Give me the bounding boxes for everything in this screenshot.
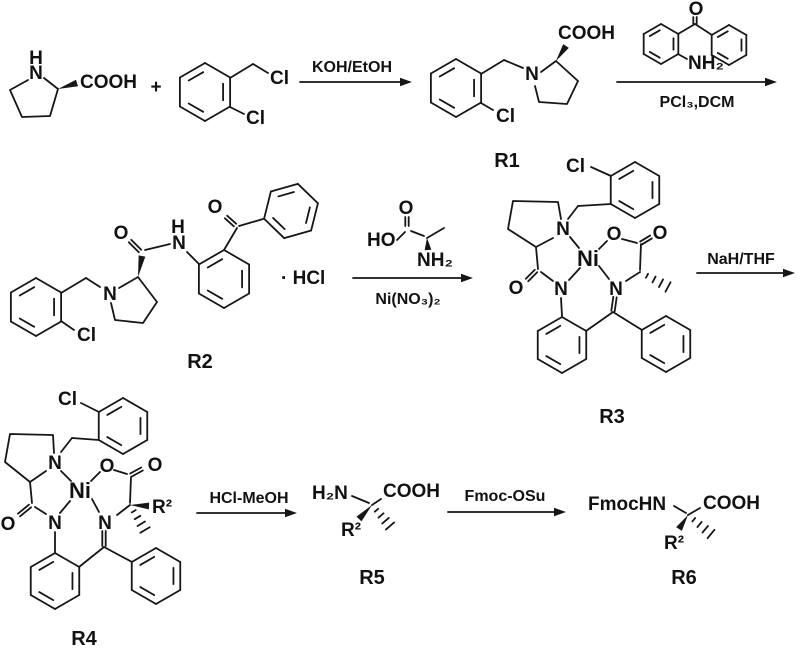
carboxylate-oxygen-label: O xyxy=(653,223,668,244)
aryl-chlorine-label: Cl xyxy=(77,325,96,346)
amide-oxygen-label: O xyxy=(509,278,524,299)
compound-r4-structure: Cl N O N Ni O O R² N R4 xyxy=(1,389,182,649)
pyrrolidine-nitrogen-label: N xyxy=(103,284,117,305)
amide-nitrogen-label: N xyxy=(172,233,186,254)
reagent-label-nickel-nitrate: Ni(NO₃)₂ xyxy=(375,291,440,308)
compound-label-r6: R6 xyxy=(671,567,697,589)
imine-nitrogen-label: N xyxy=(98,513,112,534)
nickel-center-label: Ni xyxy=(69,478,91,503)
aryl-chlorine-label: Cl xyxy=(566,156,585,177)
chlorobenzyl-chloride-structure: Cl Cl xyxy=(178,62,289,129)
compound-label-r4: R4 xyxy=(71,628,97,649)
arrow-step3: HO O NH₂ Ni(NO₃)₂ xyxy=(352,198,473,308)
arrow-step2: PCl₃,DCM xyxy=(616,77,777,111)
amide-nitrogen-label: N xyxy=(554,279,568,300)
chelate-oxygen-label: O xyxy=(100,456,115,477)
aryl-chlorine-label: Cl xyxy=(58,389,77,410)
compound-r1-structure: Cl N COOH R1 xyxy=(429,23,615,172)
arrow-step5: HCl-MeOH xyxy=(196,490,297,518)
reagent-label-nah-thf: NaH/THF xyxy=(707,251,775,268)
amine-label: NH₂ xyxy=(688,53,724,74)
amide-nh-hydrogen-label: H xyxy=(171,217,185,238)
imine-nitrogen-label: N xyxy=(609,279,623,300)
fmoc-amine-label: FmocHN xyxy=(588,494,666,515)
reagent-label-koh-etoh: KOH/EtOH xyxy=(312,59,392,76)
compound-label-r1: R1 xyxy=(494,150,520,172)
aryl-chlorine-label: Cl xyxy=(496,106,515,127)
compound-r6-structure: FmocHN COOH R² R6 xyxy=(588,493,760,589)
hydroxyl-label: HO xyxy=(367,230,396,251)
ketone-oxygen-label: O xyxy=(689,0,704,20)
aminobenzophenone-structure: O NH₂ xyxy=(642,0,748,74)
cooh-label: COOH xyxy=(80,72,137,93)
amine-label: H₂N xyxy=(312,483,348,504)
l-alanine-structure: HO O NH₂ xyxy=(367,198,453,271)
compound-label-r5: R5 xyxy=(359,567,385,589)
hydrochloride-salt-label: · HCl xyxy=(281,268,325,289)
compound-label-r3: R3 xyxy=(599,406,625,428)
carboxyl-oxygen-label: O xyxy=(399,198,414,219)
cooh-label: COOH xyxy=(558,23,615,44)
amide-oxygen-label: O xyxy=(1,514,16,535)
nh-hydrogen-label: H xyxy=(29,48,43,69)
cooh-label: COOH xyxy=(383,481,440,502)
arrow-step6: Fmoc-OSu xyxy=(447,488,566,517)
ring-nitrogen-label: N xyxy=(525,64,539,85)
pyrrolidine-nitrogen-label: N xyxy=(556,219,570,240)
chelate-oxygen-label: O xyxy=(607,224,622,245)
benzylic-chlorine-label: Cl xyxy=(270,68,289,89)
r2-substituent-label: R² xyxy=(664,533,684,554)
ketone-oxygen-label: O xyxy=(208,197,223,218)
amine-label: NH₂ xyxy=(417,250,453,271)
compound-r2-structure: Cl N O H N O R2 xyxy=(9,182,319,373)
compound-r3-structure: Cl N O N Ni O O N R3 xyxy=(507,156,692,428)
r2-substituent-label: R² xyxy=(152,497,172,518)
carboxylate-oxygen-label: O xyxy=(148,455,163,476)
cooh-label: COOH xyxy=(703,493,760,514)
arrow-step1: KOH/EtOH xyxy=(299,59,412,87)
compound-r5-structure: H₂N COOH R² R5 xyxy=(312,481,440,589)
reagent-label-hcl-meoh: HCl-MeOH xyxy=(209,490,288,507)
compound-label-r2: R2 xyxy=(187,351,213,373)
reagent-label-fmoc-osu: Fmoc-OSu xyxy=(465,488,546,505)
pyrrolidine-nitrogen-label: N xyxy=(48,453,62,474)
arrow-step4: NaH/THF xyxy=(696,251,795,278)
aryl-chlorine-label: Cl xyxy=(246,108,265,129)
r2-substituent-label: R² xyxy=(341,520,361,541)
reagent-label-pcl3-dcm: PCl₃,DCM xyxy=(660,94,735,111)
ring-nitrogen-label: N xyxy=(29,63,43,84)
nickel-center-label: Ni xyxy=(577,246,599,271)
l-proline-structure: H N COOH xyxy=(9,48,137,118)
amide-oxygen-label: O xyxy=(114,223,129,244)
amide-nitrogen-label: N xyxy=(48,513,62,534)
plus-sign: + xyxy=(150,77,161,98)
